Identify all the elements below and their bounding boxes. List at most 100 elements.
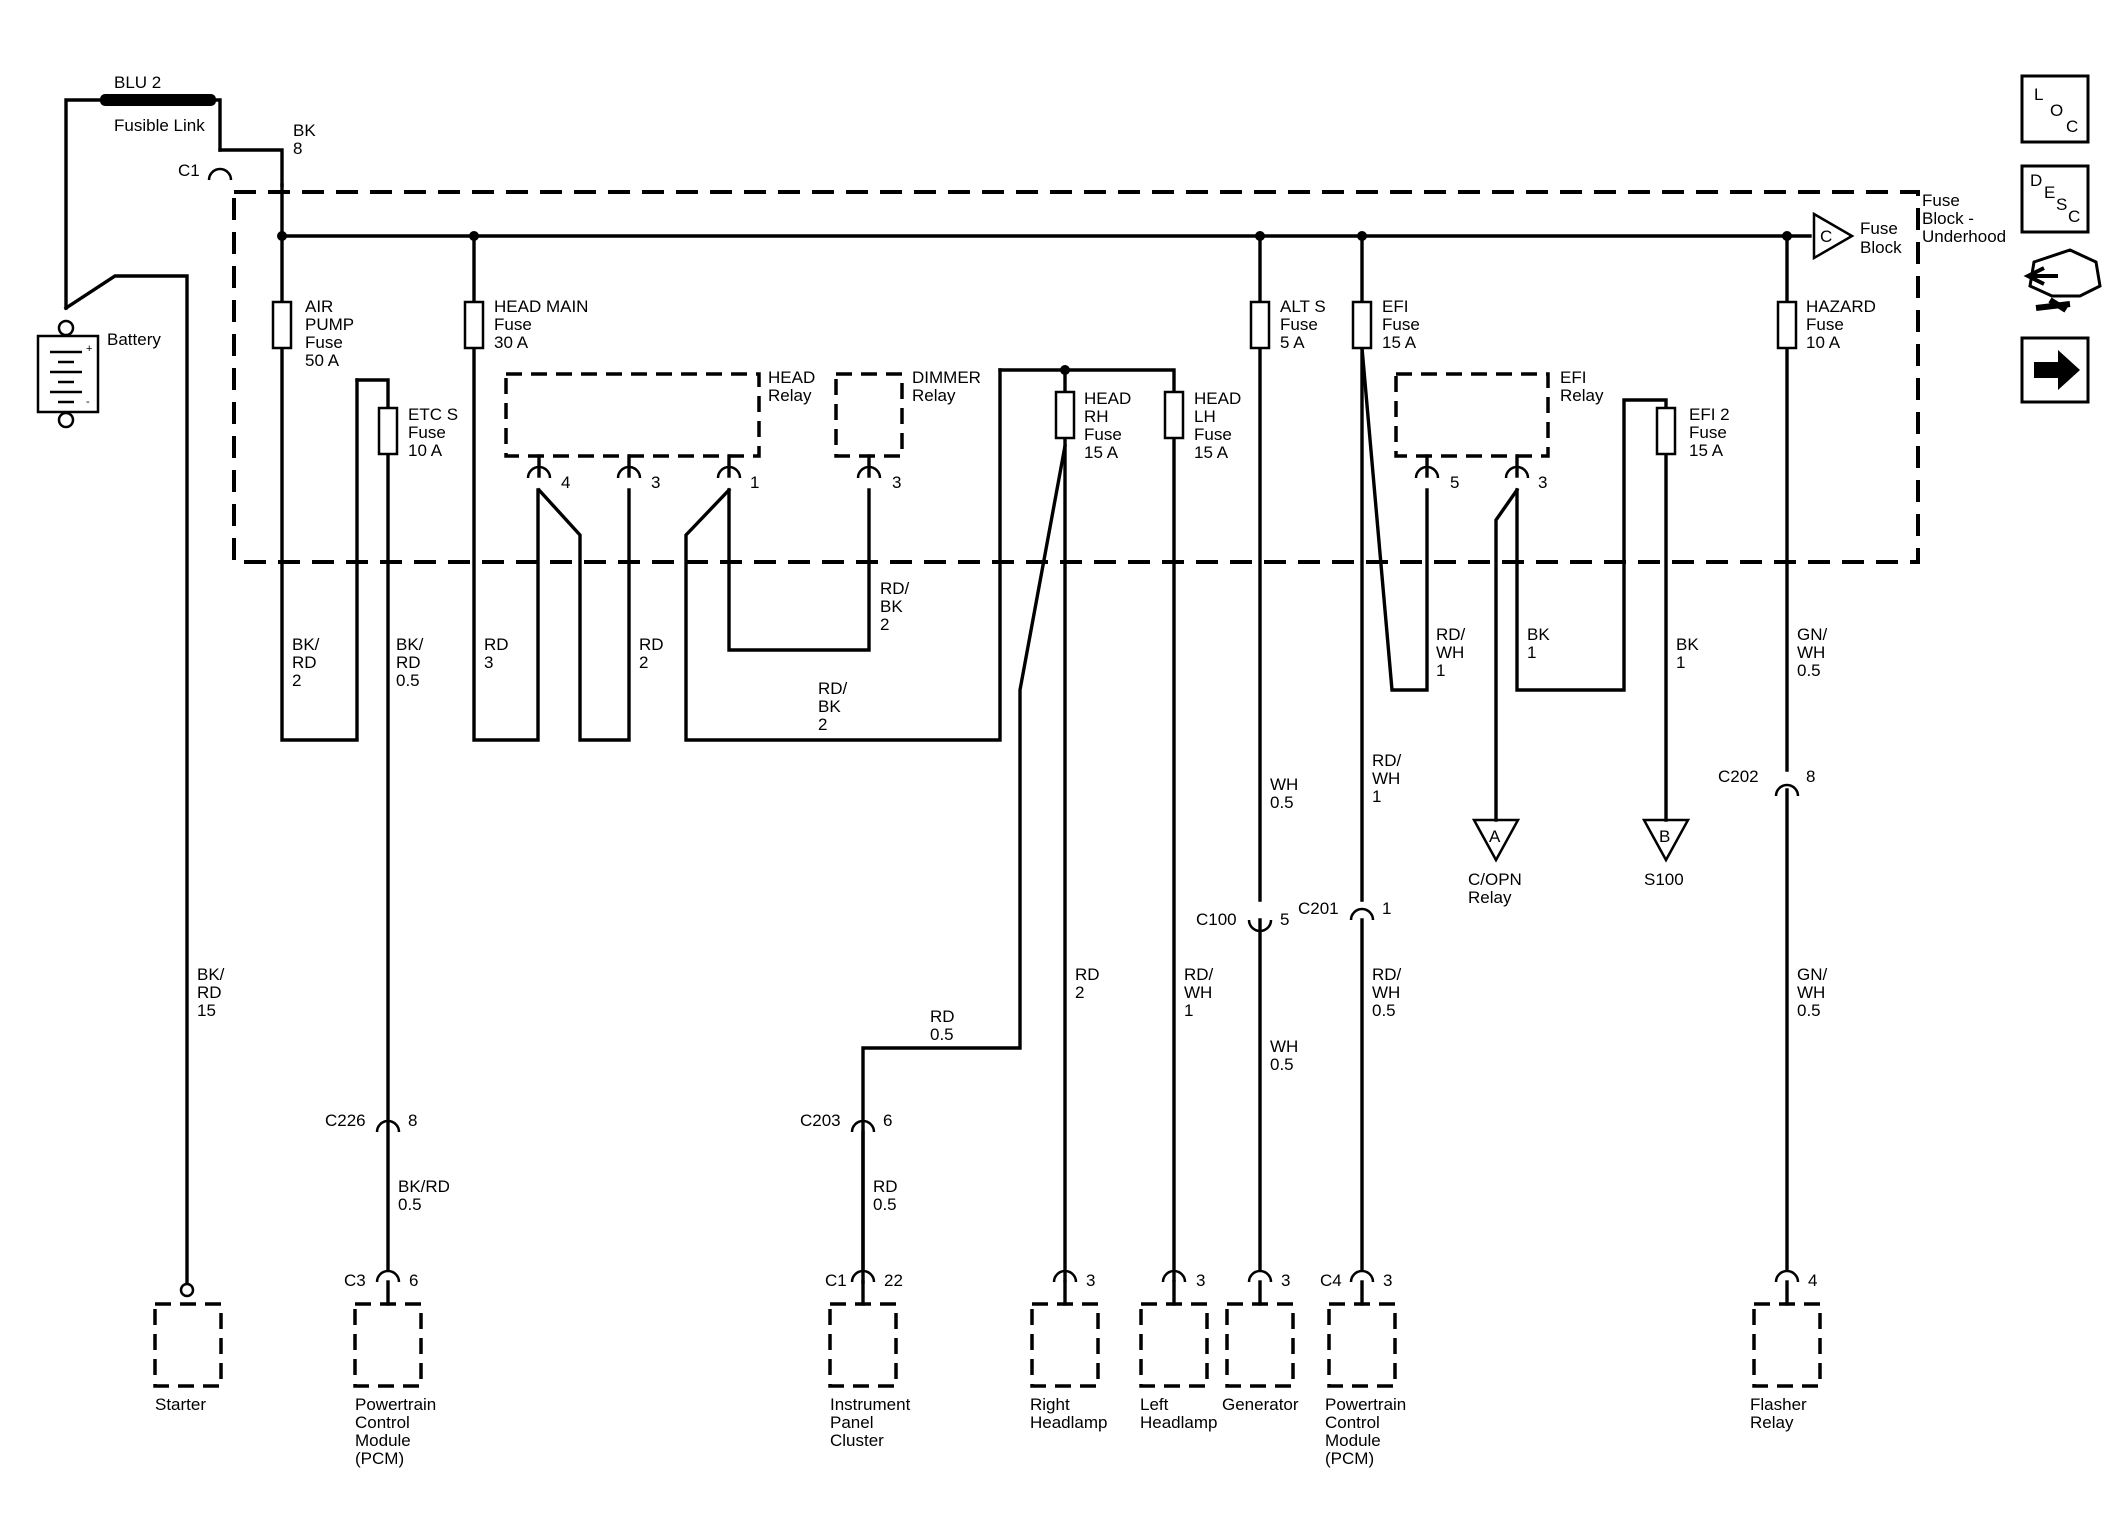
svg-text:C201: C201 <box>1298 899 1339 918</box>
svg-text:1: 1 <box>750 473 759 492</box>
svg-text:Left: Left <box>1140 1395 1169 1414</box>
offpage-b: B S100 <box>1641 818 1691 889</box>
svg-text:2: 2 <box>1075 983 1084 1002</box>
efi-relay: EFI Relay 5 3 <box>1394 368 1668 822</box>
svg-text:1: 1 <box>1184 1001 1193 1020</box>
svg-text:Cluster: Cluster <box>830 1431 884 1450</box>
svg-text:Panel: Panel <box>830 1413 873 1432</box>
svg-text:WH: WH <box>1436 643 1464 662</box>
svg-text:Relay: Relay <box>1560 386 1604 405</box>
svg-text:RD/: RD/ <box>1372 751 1402 770</box>
svg-text:RD/: RD/ <box>1184 965 1214 984</box>
svg-text:50 A: 50 A <box>305 351 340 370</box>
svg-text:GN/: GN/ <box>1797 965 1828 984</box>
wire-labels: BK/RD2 BK/RD0.5 RD3 RD2 RD/BK2 RD/BK2 RD… <box>197 579 1828 1214</box>
svg-text:(PCM): (PCM) <box>1325 1449 1374 1468</box>
svg-text:Starter: Starter <box>155 1395 206 1414</box>
fuse-block-ref-label-2: Block <box>1860 238 1902 257</box>
svg-text:2: 2 <box>292 671 301 690</box>
offpage-a: A C/OPN Relay <box>1468 818 1522 907</box>
svg-text:1: 1 <box>1676 653 1685 672</box>
diagnostic-icon[interactable] <box>2023 248 2102 313</box>
head-relay: HEAD Relay 4 3 1 <box>504 368 1002 742</box>
svg-text:Fuse: Fuse <box>1689 423 1727 442</box>
svg-text:Right: Right <box>1030 1395 1070 1414</box>
svg-text:6: 6 <box>883 1111 892 1130</box>
c1-top-size: 8 <box>293 139 302 158</box>
svg-text:0.5: 0.5 <box>873 1195 897 1214</box>
svg-text:B: B <box>1659 827 1670 846</box>
svg-text:RD: RD <box>292 653 317 672</box>
svg-text:Fuse: Fuse <box>1280 315 1318 334</box>
svg-text:WH: WH <box>1797 643 1825 662</box>
svg-text:Flasher: Flasher <box>1750 1395 1807 1414</box>
svg-text:3: 3 <box>1383 1271 1392 1290</box>
svg-text:1: 1 <box>1382 899 1391 918</box>
fuse-block-outline <box>232 190 1920 564</box>
svg-text:DIMMER: DIMMER <box>912 368 981 387</box>
fuse-block-label-3: Underhood <box>1922 227 2006 246</box>
svg-text:RD: RD <box>639 635 664 654</box>
svg-text:C226: C226 <box>325 1111 366 1130</box>
svg-text:Headlamp: Headlamp <box>1140 1413 1218 1432</box>
svg-text:C202: C202 <box>1718 767 1759 786</box>
svg-text:C1: C1 <box>825 1271 847 1290</box>
next-arrow-icon[interactable] <box>2020 336 2090 404</box>
c1-top-name: C1 <box>178 161 200 180</box>
svg-text:Fuse: Fuse <box>1382 315 1420 334</box>
svg-text:Headlamp: Headlamp <box>1030 1413 1108 1432</box>
svg-text:HEAD: HEAD <box>1194 389 1241 408</box>
svg-text:RD: RD <box>396 653 421 672</box>
svg-text:15 A: 15 A <box>1084 443 1119 462</box>
fusible-link <box>100 94 216 106</box>
svg-text:Relay: Relay <box>1750 1413 1794 1432</box>
svg-text:HAZARD: HAZARD <box>1806 297 1876 316</box>
svg-text:A: A <box>1489 827 1501 846</box>
svg-text:1: 1 <box>1372 787 1381 806</box>
svg-text:RD/: RD/ <box>1372 965 1402 984</box>
svg-text:Control: Control <box>1325 1413 1380 1432</box>
svg-text:Fuse: Fuse <box>1194 425 1232 444</box>
svg-text:15: 15 <box>197 1001 216 1020</box>
svg-text:15 A: 15 A <box>1382 333 1417 352</box>
svg-text:1: 1 <box>1436 661 1445 680</box>
svg-text:10 A: 10 A <box>1806 333 1841 352</box>
svg-text:BK: BK <box>1676 635 1699 654</box>
svg-text:E: E <box>2044 183 2055 202</box>
location-icon[interactable]: L O C <box>2020 74 2090 144</box>
svg-text:HEAD: HEAD <box>768 368 815 387</box>
svg-text:5: 5 <box>1450 473 1459 492</box>
etc-s-fuse: ETC S Fuse 10 A <box>355 378 458 1272</box>
svg-text:WH: WH <box>1797 983 1825 1002</box>
svg-text:3: 3 <box>484 653 493 672</box>
svg-text:EFI 2: EFI 2 <box>1689 405 1730 424</box>
svg-text:2: 2 <box>818 715 827 734</box>
svg-text:WH: WH <box>1372 983 1400 1002</box>
svg-text:Module: Module <box>1325 1431 1381 1450</box>
battery-symbol: + - <box>36 319 100 429</box>
svg-text:22: 22 <box>884 1271 903 1290</box>
svg-text:0.5: 0.5 <box>1797 1001 1821 1020</box>
svg-text:0.5: 0.5 <box>930 1025 954 1044</box>
description-icon[interactable]: D E S C <box>2020 164 2090 234</box>
svg-text:HEAD: HEAD <box>1084 389 1131 408</box>
svg-text:5 A: 5 A <box>1280 333 1305 352</box>
svg-text:ETC S: ETC S <box>408 405 458 424</box>
svg-text:C: C <box>2068 207 2080 226</box>
svg-text:C: C <box>2066 117 2078 136</box>
svg-text:Module: Module <box>355 1431 411 1450</box>
svg-text:(PCM): (PCM) <box>355 1449 404 1468</box>
hazard-fuse: HAZARD Fuse 10 A <box>1776 234 1876 1272</box>
head-main-fuse: HEAD MAIN Fuse 30 A <box>463 234 588 742</box>
svg-text:ALT S: ALT S <box>1280 297 1326 316</box>
svg-text:BK: BK <box>818 697 841 716</box>
svg-text:C203: C203 <box>800 1111 841 1130</box>
svg-text:6: 6 <box>409 1271 418 1290</box>
svg-text:HEAD MAIN: HEAD MAIN <box>494 297 588 316</box>
svg-text:L: L <box>2034 85 2043 104</box>
svg-text:RD: RD <box>873 1177 898 1196</box>
svg-text:4: 4 <box>561 473 570 492</box>
svg-text:1: 1 <box>1527 643 1536 662</box>
